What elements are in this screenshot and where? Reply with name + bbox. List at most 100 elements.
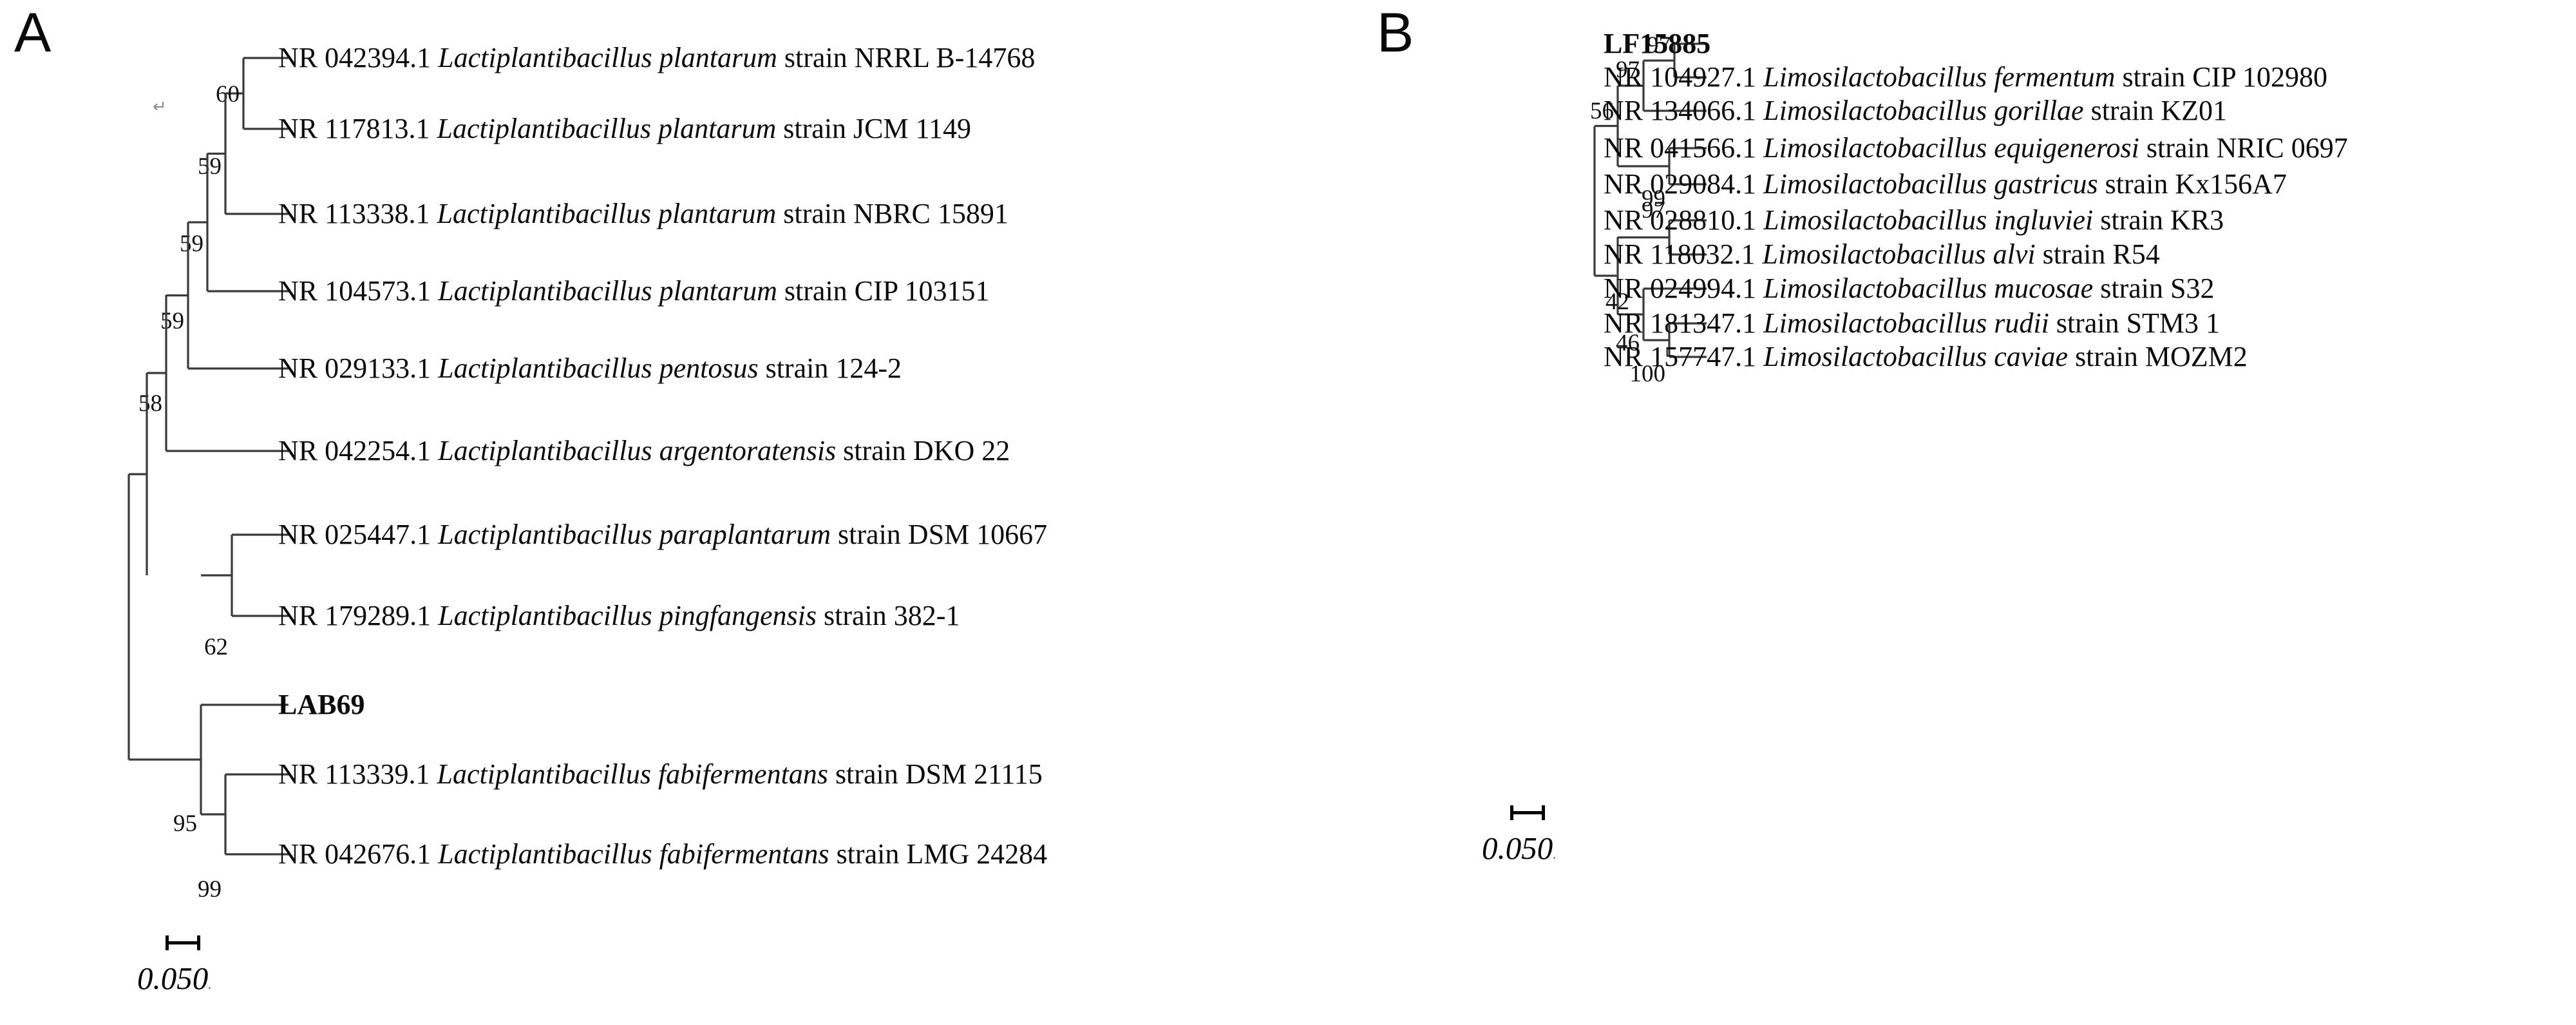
taxon-accession: NR 024994.1 — [1604, 273, 1764, 304]
taxon-species: Lactiplantibacillus plantarum — [438, 275, 777, 307]
taxon-strain: strain NRRL B-14768 — [777, 42, 1036, 73]
bootstrap-value-n97a: 97 — [1647, 32, 1671, 59]
taxon-label: NR 104573.1 Lactiplantibacillus plantaru… — [278, 277, 990, 305]
taxon-label: NR 029133.1 Lactiplantibacillus pentosus… — [278, 354, 902, 383]
taxon-species: Limosilactobacillus rudii — [1763, 307, 2049, 339]
taxon-species: Lactiplantibacillus pingfangensis — [438, 600, 817, 631]
scale-bar-b-glyph — [1510, 805, 1545, 820]
taxon-strain: strain MOZM2 — [2068, 341, 2248, 372]
bootstrap-value-n99: 99 — [198, 876, 222, 903]
taxon-strain: strain KZ01 — [2083, 95, 2227, 126]
taxon-accession: NR 104573.1 — [278, 275, 439, 307]
scale-bar-a-line — [166, 941, 200, 944]
taxon-strain: strain STM3 1 — [2049, 307, 2221, 339]
bootstrap-value-n46: 46 — [1616, 330, 1640, 356]
scale-bar-a-right-cap — [197, 935, 200, 950]
bootstrap-value-root: 42 — [1605, 289, 1629, 315]
taxon-accession: NR 113339.1 — [278, 758, 437, 790]
taxon-label: NR 028810.1 Limosilactobacillus ingluvie… — [1604, 206, 2224, 235]
taxon-accession: NR 042676.1 — [278, 838, 439, 870]
bootstrap-value-n56: 56 — [1590, 98, 1614, 124]
taxon-label: NR 113338.1 Lactiplantibacillus plantaru… — [278, 200, 1009, 228]
scale-bar-a-glyph — [166, 935, 200, 950]
taxon-label: NR 117813.1 Lactiplantibacillus plantaru… — [278, 115, 971, 143]
taxon-accession: NR 134066.1 — [1604, 95, 1764, 126]
taxon-strain: strain CIP 102980 — [2115, 61, 2328, 93]
bootstrap-value-n97c: 97 — [1642, 197, 1665, 224]
taxon-accession: NR 042394.1 — [278, 42, 439, 73]
bootstrap-value-n95: 95 — [173, 810, 197, 837]
taxon-strain: strain NRIC 0697 — [2139, 132, 2348, 164]
taxon-label: NR 157747.1 Limosilactobacillus caviae s… — [1604, 343, 2248, 371]
bootstrap-value-n100: 100 — [1630, 361, 1666, 387]
taxon-label: NR 025447.1 Lactiplantibacillus paraplan… — [278, 521, 1047, 549]
taxon-species: Limosilactobacillus gorillae — [1763, 95, 2084, 126]
taxon-label: NR 041566.1 Limosilactobacillus equigene… — [1604, 134, 2348, 162]
taxon-accession: NR 041566.1 — [1604, 132, 1764, 164]
bootstrap-value-n59a: 59 — [198, 153, 222, 180]
taxon-strain: strain Kx156A7 — [2098, 168, 2287, 200]
taxon-strain: strain LMG 24284 — [829, 838, 1048, 870]
taxon-strain: strain DSM 21115 — [828, 758, 1043, 790]
scale-bar-b-right-cap — [1542, 805, 1545, 820]
taxon-accession: NR 181347.1 — [1604, 307, 1764, 339]
taxon-species: Limosilactobacillus equigenerosi — [1763, 132, 2139, 164]
taxon-strain: strain 382-1 — [817, 600, 960, 631]
taxon-strain: strain KR3 — [2093, 204, 2224, 236]
taxon-species: Lactiplantibacillus fabifermentans — [438, 838, 829, 870]
taxon-species: Limosilactobacillus mucosae — [1763, 273, 2094, 304]
taxon-strain: LF15885 — [1604, 28, 1711, 59]
taxon-label: NR 179289.1 Lactiplantibacillus pingfang… — [278, 602, 960, 630]
taxon-species: Lactiplantibacillus fabifermentans — [437, 758, 828, 790]
taxon-accession: NR 029133.1 — [278, 352, 439, 384]
taxon-accession: NR 118032.1 — [1604, 238, 1763, 270]
taxon-accession: NR 117813.1 — [278, 113, 437, 144]
panel-a-letter: A — [14, 2, 52, 64]
taxon-strain: strain R54 — [2035, 238, 2160, 270]
taxon-label: NR 042254.1 Lactiplantibacillus argentor… — [278, 437, 1010, 465]
taxon-species: Limosilactobacillus alvi — [1762, 238, 2036, 270]
taxon-label: NR 104927.1 Limosilactobacillus fermentu… — [1604, 63, 2327, 91]
taxon-label: NR 134066.1 Limosilactobacillus gorillae… — [1604, 97, 2227, 125]
taxon-label: NR 181347.1 Limosilactobacillus rudii st… — [1604, 309, 2220, 338]
bootstrap-value-n58: 58 — [138, 390, 162, 417]
taxon-species: Lactiplantibacillus plantarum — [438, 42, 777, 73]
taxon-accession: NR 042254.1 — [278, 435, 439, 466]
bootstrap-value-n99: 99 — [1642, 186, 1665, 212]
scale-bar-b-line — [1510, 811, 1545, 814]
taxon-strain: strain NBRC 15891 — [776, 198, 1009, 229]
taxon-accession: NR 113338.1 — [278, 198, 437, 229]
taxon-accession: NR 028810.1 — [1604, 204, 1764, 236]
taxon-accession: NR 029084.1 — [1604, 168, 1764, 200]
taxon-label: NR 024994.1 Limosilactobacillus mucosae … — [1604, 274, 2214, 303]
taxon-label: NR 118032.1 Limosilactobacillus alvi str… — [1604, 240, 2160, 269]
taxon-label-query: LAB69 — [278, 691, 365, 719]
taxon-strain: strain DKO 22 — [836, 435, 1010, 466]
bootstrap-value-n97b: 97 — [1616, 57, 1640, 83]
taxon-species: Lactiplantibacillus plantarum — [437, 198, 777, 229]
taxon-accession: NR 157747.1 — [1604, 341, 1764, 372]
scale-bar-a-trailing-mark: . — [208, 976, 212, 992]
taxon-species: Lactiplantibacillus pentosus — [438, 352, 759, 384]
taxon-label: NR 029084.1 Limosilactobacillus gastricu… — [1604, 170, 2287, 198]
scale-bar-a-value: 0.050 — [137, 961, 209, 996]
taxon-strain: strain 124-2 — [758, 352, 902, 384]
bootstrap-value-n62: 62 — [204, 634, 228, 660]
taxon-accession: NR 104927.1 — [1604, 61, 1764, 93]
taxon-species: Lactiplantibacillus plantarum — [437, 113, 777, 144]
scale-bar-b-label: 0.050. — [1482, 830, 1557, 867]
bootstrap-value-n60: 60 — [216, 81, 240, 108]
taxon-strain: strain DSM 10667 — [831, 519, 1048, 550]
taxon-species: Lactiplantibacillus argentoratensis — [438, 435, 837, 466]
taxon-species: Lactiplantibacillus paraplantarum — [438, 519, 831, 550]
taxon-accession: NR 179289.1 — [278, 600, 439, 631]
taxon-species: Limosilactobacillus ingluviei — [1763, 204, 2094, 236]
bootstrap-value-n59c: 59 — [160, 308, 184, 334]
scale-bar-b-value: 0.050 — [1482, 830, 1553, 866]
scale-bar-b-trailing-mark: . — [1553, 846, 1557, 862]
taxon-label: NR 113339.1 Lactiplantibacillus fabiferm… — [278, 760, 1043, 789]
